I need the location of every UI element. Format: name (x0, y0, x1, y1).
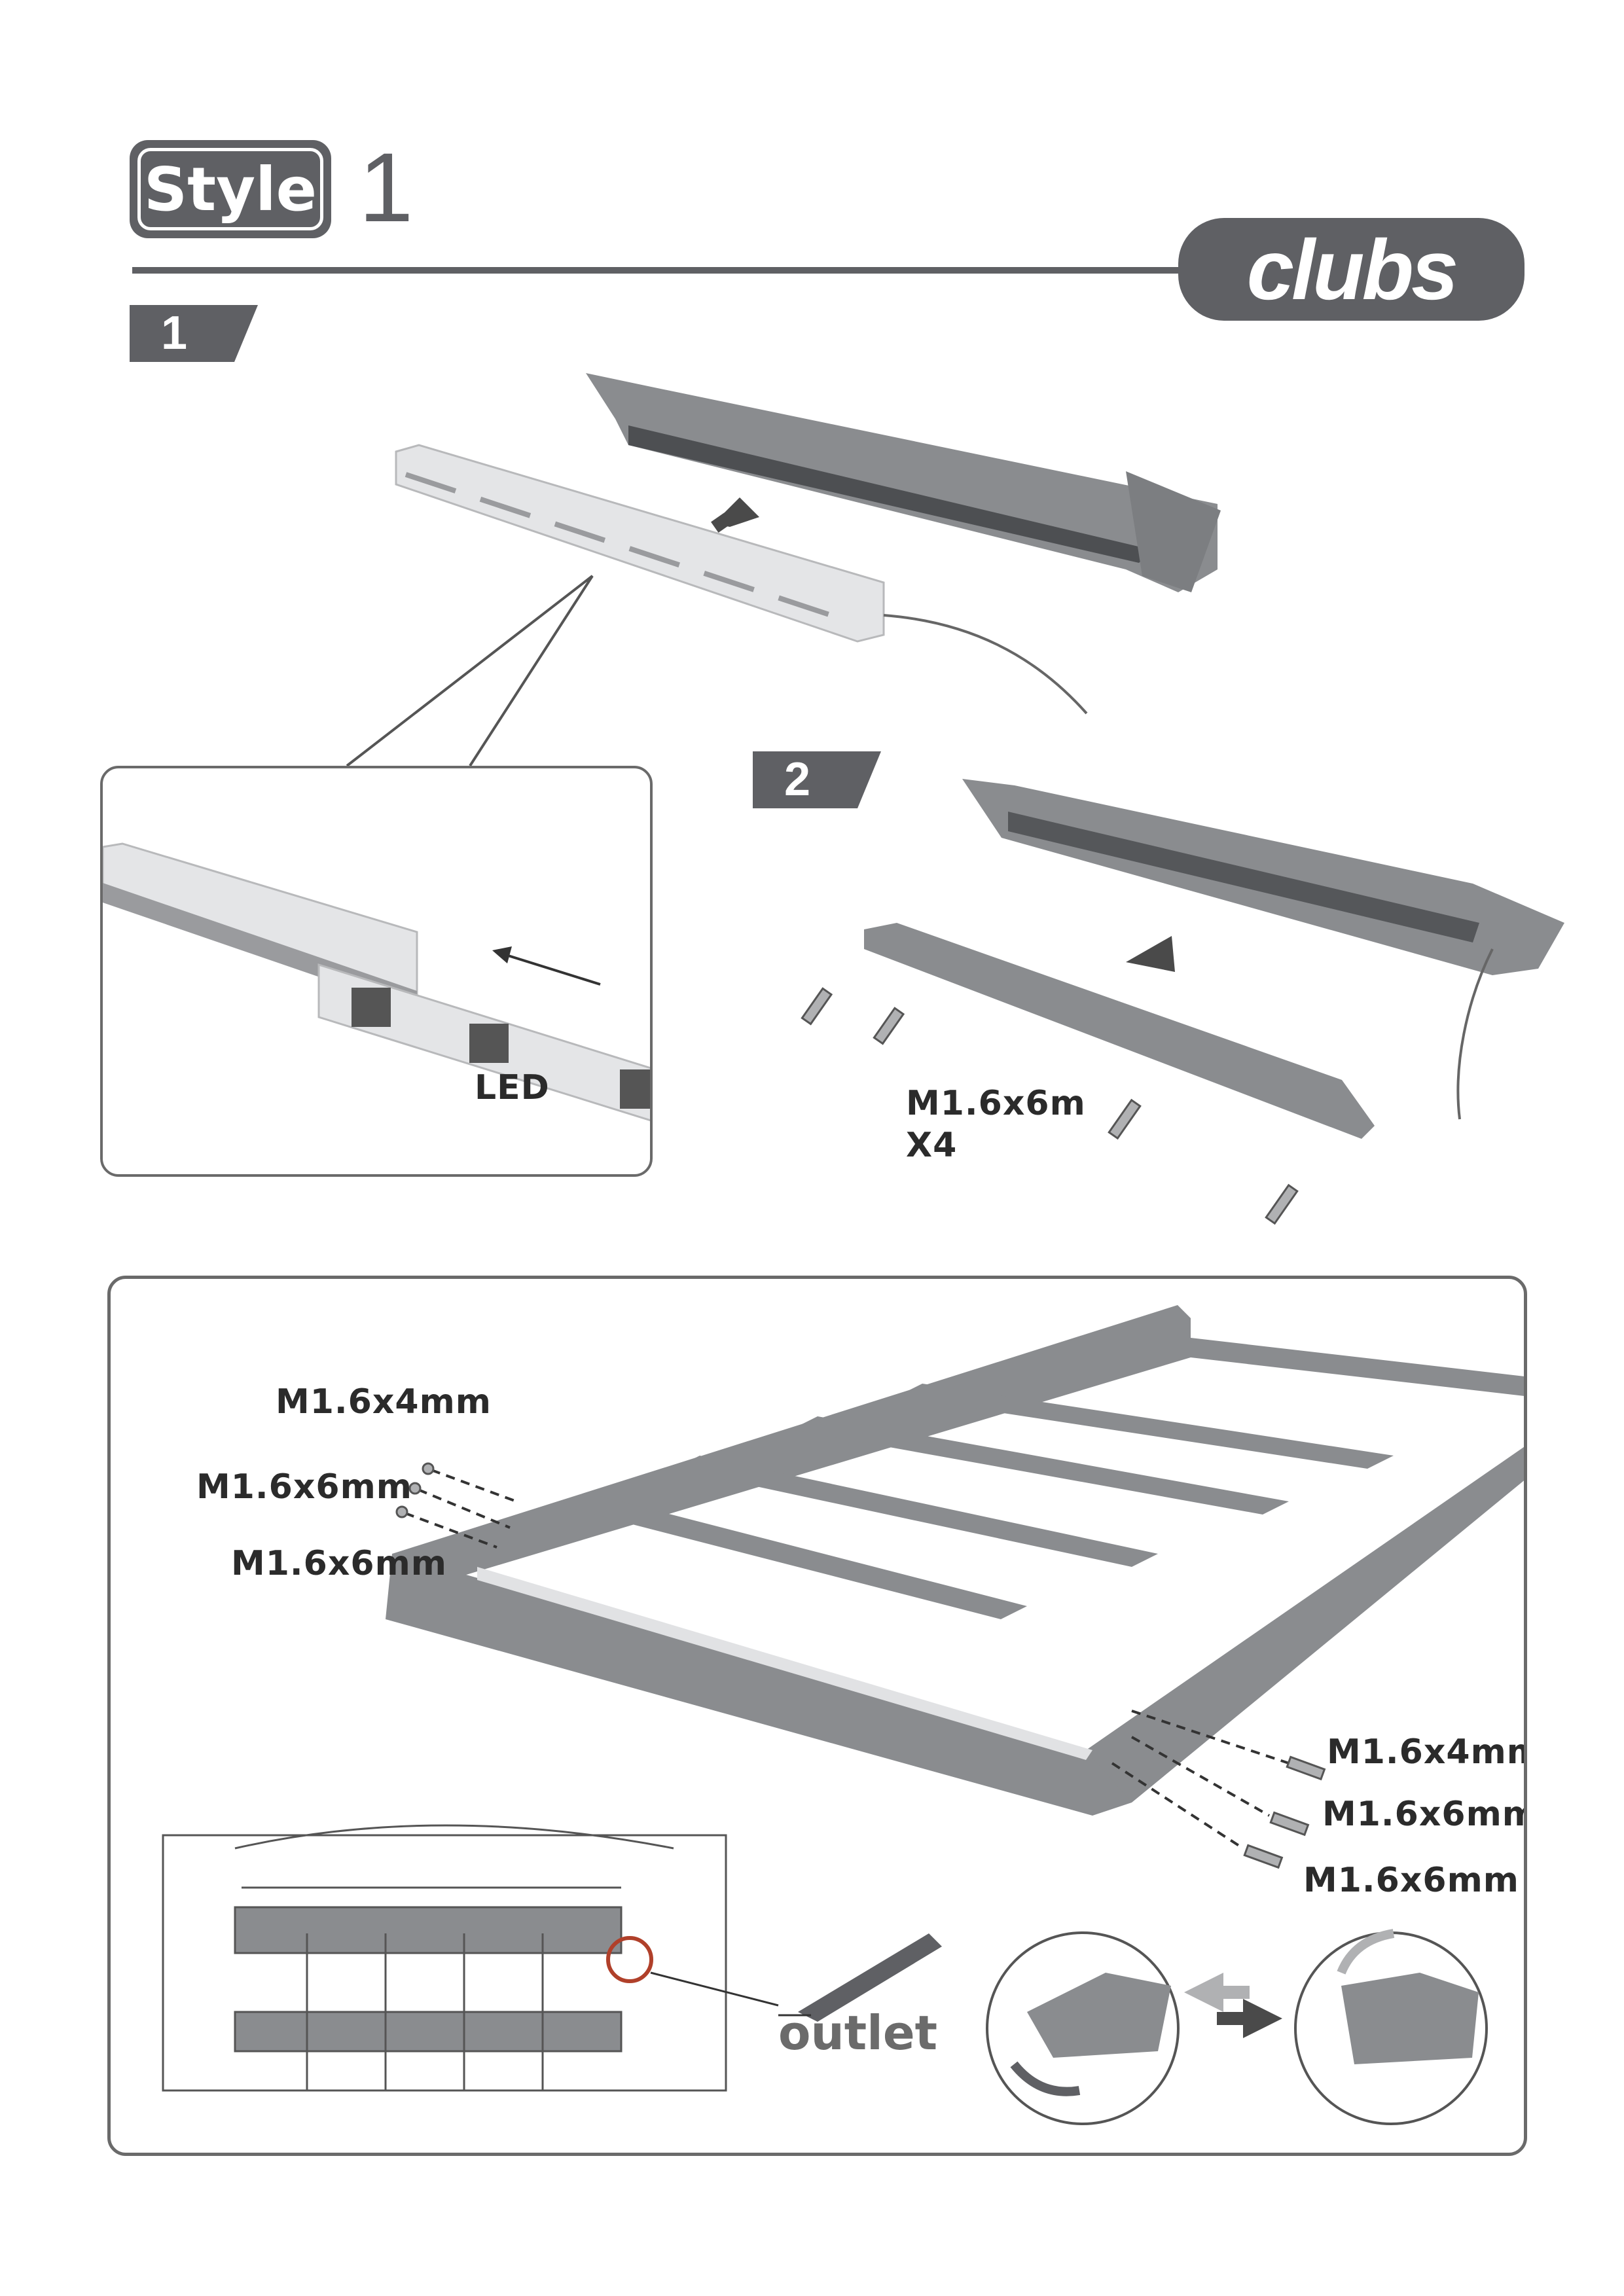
screw-label-right-2: M1.6x6mm (1322, 1795, 1527, 1834)
knife-icon (778, 1933, 942, 2022)
style-label: Style (137, 148, 323, 230)
step-2-badge: 2 (753, 751, 881, 808)
arrow-icon (711, 497, 759, 533)
screw-dash-lines (405, 1469, 1290, 1850)
step-1-badge: 1 (130, 305, 258, 362)
rotate-detail-right (1294, 1929, 1488, 2125)
style-number: 1 (359, 132, 414, 242)
swap-arrows-icon (1184, 1973, 1282, 2038)
screw-spec-label: M1.6x6m (906, 1084, 1086, 1123)
cover-plate (864, 923, 1375, 1139)
led-label: LED (475, 1068, 550, 1107)
vehicle-top-view (162, 1824, 779, 2092)
brand-logo: clubs (1178, 218, 1525, 321)
light-bar-housing (586, 373, 1221, 592)
outlet-label: outlet (778, 2005, 938, 2060)
led-strip-bar (395, 444, 885, 643)
roof-rack (386, 1305, 1524, 1816)
screw-label-left-1: M1.6x4mm (276, 1382, 492, 1422)
led-detail-illustration (103, 842, 650, 1122)
style-badge: Style (130, 140, 331, 238)
screw-label-left-2: M1.6x6mm (196, 1467, 412, 1507)
outlet-circle (606, 1936, 653, 1983)
step-1-number: 1 (161, 307, 188, 359)
led-detail-inset: LED (100, 766, 653, 1177)
wire (1456, 948, 1494, 1120)
step-2-illustration (801, 779, 1564, 1225)
roof-rack-illustration (162, 1305, 1524, 2125)
badge-shape (130, 305, 258, 362)
rotate-arrow-icon (1337, 1929, 1395, 1975)
screw-icons (801, 987, 1299, 1225)
assembly-panel: M1.6x4mm M1.6x6mm M1.6x6mm M1.6x4mm M1.6… (107, 1276, 1527, 2156)
badge-shape (753, 751, 881, 808)
step-2-number: 2 (784, 753, 811, 806)
screw-quantity-label: X4 (906, 1126, 958, 1165)
direction-arrow (495, 950, 601, 986)
screw-label-left-3: M1.6x6mm (231, 1544, 447, 1583)
step-1-illustration (346, 373, 1221, 767)
arrow-icon (1126, 936, 1175, 972)
screw-label-right-3: M1.6x6mm (1303, 1861, 1519, 1900)
rotate-detail-left (986, 1931, 1180, 2125)
header-divider (132, 267, 1186, 274)
screw-label-right-1: M1.6x4mm (1327, 1732, 1527, 1772)
light-bar-assembly (962, 779, 1564, 975)
callout-lines (346, 575, 594, 767)
rotate-arrow-icon (1010, 2061, 1081, 2096)
wire (883, 614, 1088, 715)
screw-icons (395, 1462, 1326, 1869)
